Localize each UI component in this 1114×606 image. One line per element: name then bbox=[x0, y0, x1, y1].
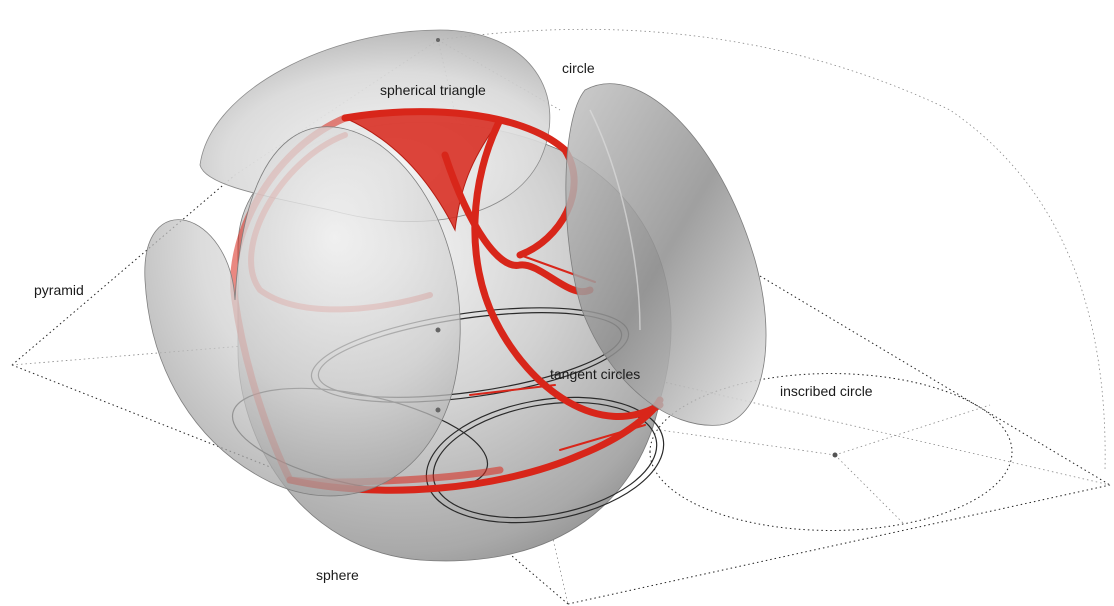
right-cap bbox=[565, 83, 767, 426]
red-circle-descending bbox=[471, 116, 664, 420]
pyramid-edge-left-top bbox=[11, 174, 236, 366]
red-circle-inner-arc bbox=[441, 151, 594, 296]
left-cap bbox=[144, 126, 461, 497]
center-point-2 bbox=[435, 407, 441, 413]
base-guide-4 bbox=[834, 454, 906, 526]
label-pyramid: pyramid bbox=[34, 282, 84, 298]
red-chord-2 bbox=[469, 384, 556, 396]
label-inscribed-circle: inscribed circle bbox=[780, 383, 873, 399]
inscribed-circle-center bbox=[832, 452, 838, 458]
center-point-1 bbox=[435, 327, 441, 333]
label-circle: circle bbox=[562, 60, 595, 76]
pyramid-edge-front-right bbox=[567, 484, 1111, 605]
pyramid-edge-right bbox=[759, 275, 1111, 486]
base-guide-5 bbox=[834, 404, 991, 456]
pyramid-edge-left-front bbox=[11, 364, 299, 479]
red-circle-top bbox=[341, 108, 578, 259]
apex-point bbox=[436, 38, 440, 42]
label-sphere: sphere bbox=[316, 567, 359, 583]
label-tangent-circles: tangent circles bbox=[550, 366, 641, 382]
red-chord-3 bbox=[559, 424, 646, 451]
base-guide-3 bbox=[659, 429, 836, 456]
outer-semicircle bbox=[437, 28, 1106, 471]
label-spherical-triangle: spherical triangle bbox=[380, 82, 486, 98]
